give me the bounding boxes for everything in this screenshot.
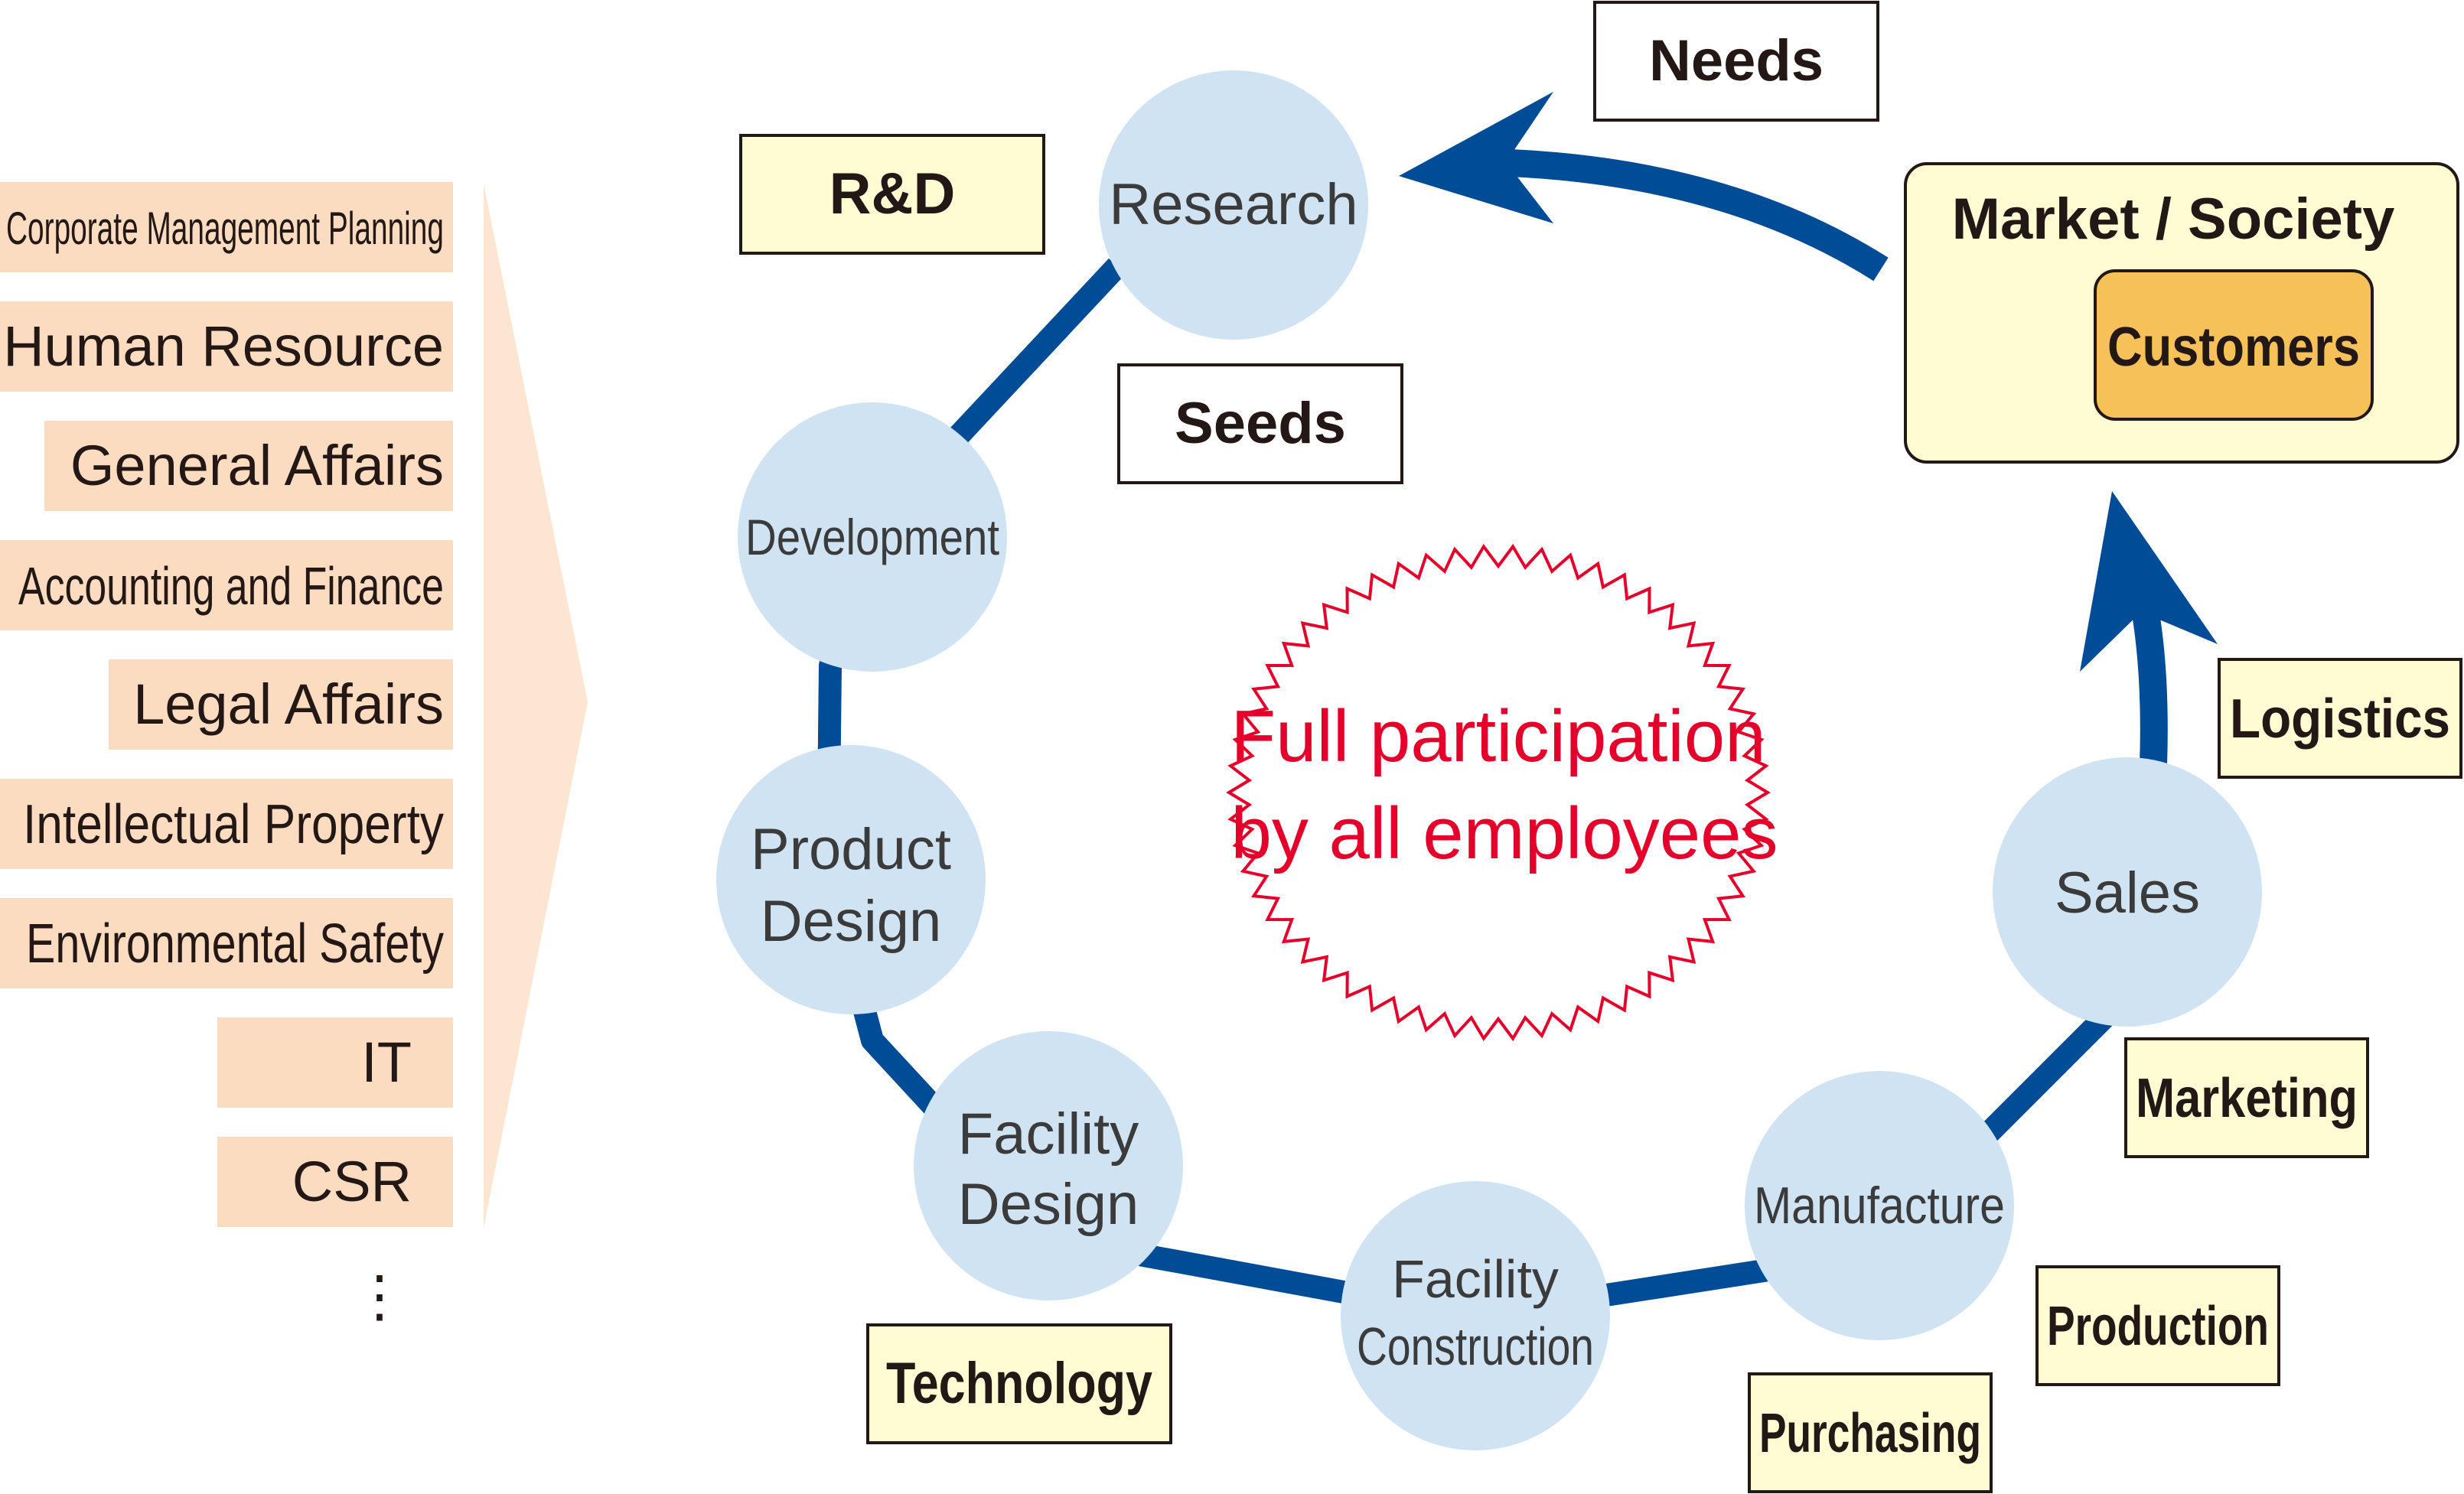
- logistics-tag: [2218, 658, 2462, 779]
- seeds-tag: [1117, 363, 1403, 484]
- logistics-tag-label: Logistics: [2230, 688, 2450, 750]
- facility-construction-node: [1341, 1181, 1610, 1450]
- purchasing-tag-label: Purchasing: [1759, 1403, 1981, 1464]
- department-bar: [109, 659, 453, 750]
- research-label: Research: [1109, 172, 1357, 237]
- department-label: Intellectual Property: [23, 794, 444, 855]
- market-society-title: Market / Society: [1952, 187, 2395, 252]
- sales-arrow-head: [2080, 491, 2218, 672]
- department-label: CSR: [292, 1150, 412, 1213]
- department-bar: [0, 898, 453, 988]
- facility-construction-label-line1: Facility: [1392, 1249, 1559, 1309]
- facility-design-node: [914, 1031, 1183, 1300]
- facility-construction-label-line2: Construction: [1357, 1317, 1594, 1376]
- process-nodes: Research Development Product Design Faci…: [716, 70, 2262, 1450]
- seeds-tag-label: Seeds: [1175, 391, 1346, 456]
- customers-label: Customers: [2107, 317, 2360, 378]
- needs-tag: [1593, 1, 1879, 122]
- department-label: Legal Affairs: [133, 672, 444, 736]
- center-text-line2: by all employees: [1230, 793, 1778, 874]
- manufacture-node: [1745, 1071, 2014, 1340]
- product-design-label-line1: Product: [751, 817, 951, 882]
- sales-node: [1993, 757, 2262, 1027]
- department-chevron: [484, 184, 588, 1228]
- facility-design-label-line2: Design: [958, 1172, 1139, 1237]
- starburst-outline: [1226, 543, 1771, 1042]
- department-label: Environmental Safety: [26, 913, 444, 975]
- technology-tag-label: Technology: [886, 1351, 1152, 1416]
- marketing-tag-label: Marketing: [2136, 1068, 2358, 1129]
- rnd-tag-label: R&D: [829, 161, 956, 226]
- needs-tag-label: Needs: [1649, 28, 1824, 93]
- department-bar: [0, 301, 453, 392]
- development-label: Development: [745, 509, 999, 565]
- facility-design-label-line1: Facility: [958, 1102, 1139, 1167]
- product-design-label-line2: Design: [761, 889, 942, 954]
- department-label: Accounting and Finance: [18, 556, 444, 616]
- marketing-tag: [2124, 1037, 2369, 1158]
- manufacture-label: Manufacture: [1754, 1177, 2005, 1235]
- department-bar: [0, 540, 453, 630]
- purchasing-tag: [1748, 1372, 1993, 1493]
- department-label: General Affairs: [70, 434, 444, 497]
- department-bar: [0, 779, 453, 869]
- department-more-ellipsis: ⋮: [351, 1265, 408, 1328]
- function-tags: Needs R&D Seeds Logistics Marketing Prod…: [739, 1, 2462, 1493]
- technology-tag: [866, 1323, 1172, 1444]
- department-label: IT: [361, 1030, 412, 1094]
- department-list: Corporate Management Planning Human Reso…: [0, 182, 453, 1328]
- product-design-node: [716, 745, 986, 1014]
- department-bar: [217, 1017, 453, 1108]
- department-bar: [44, 421, 453, 511]
- department-bar: [0, 182, 453, 272]
- center-text-line1: Full participation: [1231, 695, 1766, 777]
- sales-label: Sales: [2055, 861, 2200, 926]
- customers-box: [2094, 269, 2374, 421]
- department-label: Corporate Management Planning: [6, 203, 444, 254]
- production-tag-label: Production: [2047, 1296, 2269, 1357]
- needs-arrow-shaft: [1488, 148, 1889, 282]
- department-bar: [217, 1137, 453, 1227]
- rnd-tag: [739, 134, 1045, 255]
- needs-arrow-head: [1399, 92, 1553, 223]
- research-node: [1099, 70, 1368, 340]
- department-label: Human Resource: [3, 314, 444, 378]
- market-society-box: Market / Society Customers: [1904, 162, 2459, 464]
- production-tag: [2035, 1265, 2280, 1386]
- development-node: [738, 402, 1007, 672]
- sales-arrow-shaft: [2130, 601, 2168, 766]
